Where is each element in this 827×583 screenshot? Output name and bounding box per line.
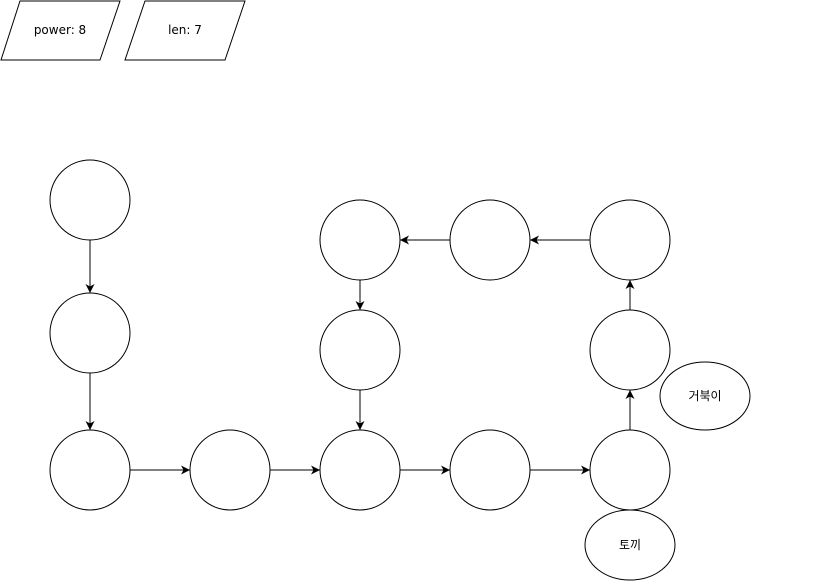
list-node (589, 429, 671, 511)
param-len: len: 7 (124, 0, 246, 61)
nodes (49, 159, 671, 511)
list-node (49, 292, 131, 374)
param-len-label: len: 7 (168, 23, 202, 37)
list-node (319, 199, 401, 281)
list-node (189, 429, 271, 511)
rabbit-ellipse: 토끼 (584, 509, 676, 581)
turtle-label: 거북이 (688, 389, 721, 403)
list-node (49, 159, 131, 241)
rabbit-label: 토끼 (619, 538, 641, 552)
list-node (449, 199, 531, 281)
edges (85, 235, 635, 475)
list-node (589, 199, 671, 281)
list-node (49, 429, 131, 511)
turtle-ellipse: 거북이 (659, 361, 751, 431)
list-node (319, 309, 401, 391)
list-node (589, 309, 671, 391)
list-node (319, 429, 401, 511)
param-power-label: power: 8 (34, 23, 86, 37)
list-node (449, 429, 531, 511)
param-power: power: 8 (0, 0, 121, 61)
